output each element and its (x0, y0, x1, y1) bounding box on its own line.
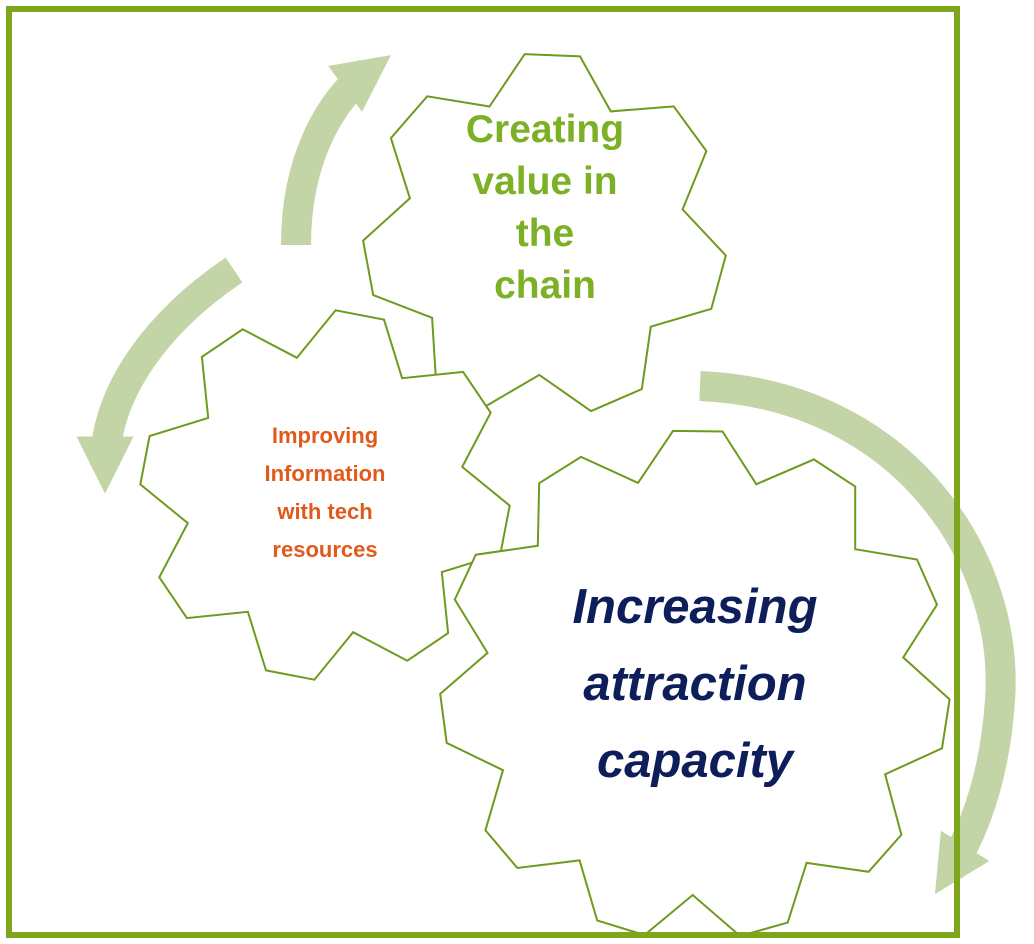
gear-left-label-line: Information (265, 461, 386, 486)
gear-left-label-line: Improving (272, 423, 378, 448)
cycle-arrow-up (281, 55, 391, 246)
gear-big-label-line: Increasing (572, 580, 817, 634)
gear-big-label-line: capacity (597, 734, 796, 788)
gear-top-label-line: Creating (466, 108, 624, 151)
gear-top-label-line: the (516, 212, 575, 255)
cycle-arrow-right (699, 371, 1016, 895)
gear-big-outline (439, 429, 951, 938)
gear-top-label-line: chain (494, 264, 596, 307)
gear-top-label-line: value in (472, 160, 617, 203)
gear-big: Increasing attraction capacity (439, 429, 951, 938)
gear-top-outline (362, 53, 727, 413)
gear-left-label-line: with tech (276, 499, 372, 524)
diagram-frame (6, 6, 960, 938)
cycle-arrow-left (76, 257, 243, 494)
gear-big-label: Increasing attraction capacity (572, 580, 817, 788)
gear-big-label-line: attraction (583, 657, 806, 711)
gear-top-label: Creating value in the chain (466, 108, 624, 307)
gear-left-outline (139, 309, 511, 681)
gear-top: Creating value in the chain (362, 53, 727, 413)
gear-left-label-line: resources (272, 537, 377, 562)
